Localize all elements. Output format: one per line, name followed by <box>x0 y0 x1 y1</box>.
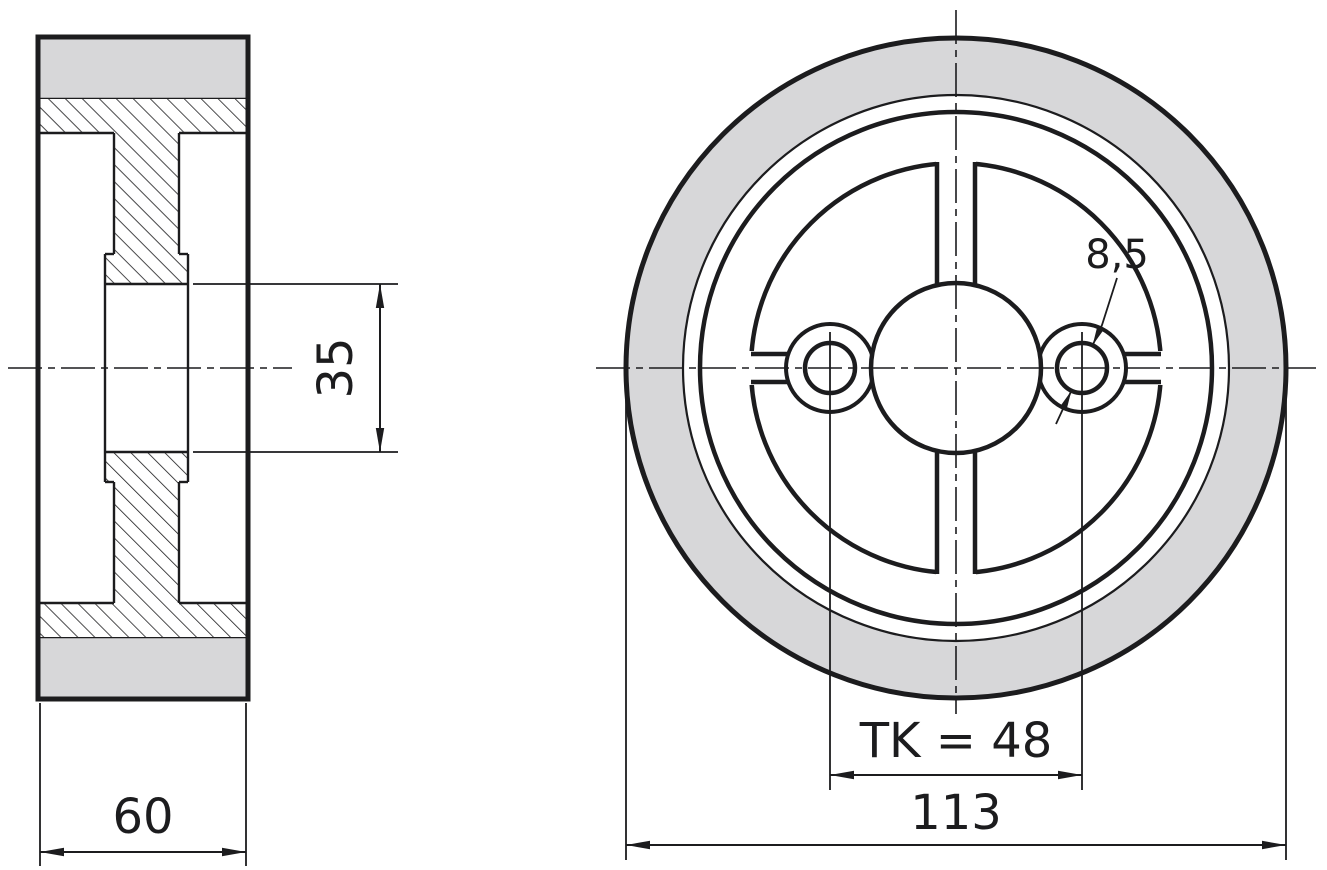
arrow-to-hole-icon <box>1092 325 1105 346</box>
hatch-rim-bottom <box>40 603 246 637</box>
arrow-left-icon <box>40 847 64 857</box>
dimension-hole-8-5: 8,5 <box>1055 232 1149 425</box>
bolt-circle-label: TK = 48 <box>859 713 1053 769</box>
dimension-outer-113: 113 <box>625 372 1287 860</box>
arrow-left-icon <box>830 770 854 780</box>
arrow-right-icon <box>222 847 246 857</box>
hatch-web-bottom <box>114 482 179 603</box>
arrow-right-icon <box>1058 770 1082 780</box>
dimension-bolt-circle-tk48: TK = 48 <box>829 332 1083 790</box>
tire-band-bottom <box>40 637 246 697</box>
centerlines <box>8 10 1316 714</box>
hole-diameter-label: 8,5 <box>1085 232 1149 278</box>
section-width-label: 60 <box>112 789 173 845</box>
hatch-rim-top <box>40 99 246 133</box>
drawing-linework: 35 60 TK = 48 113 <box>8 10 1316 866</box>
arrow-left-icon <box>626 840 650 850</box>
dimension-bore-35: 35 <box>193 283 398 453</box>
arrow-right-icon <box>1262 840 1286 850</box>
arrow-down-icon <box>375 428 385 452</box>
hatch-web-top <box>114 133 179 254</box>
hatch-hub-bottom <box>105 452 188 482</box>
outer-diameter-label: 113 <box>910 785 1002 841</box>
dimension-width-60: 60 <box>39 703 247 866</box>
hatch-hub-top <box>105 254 188 284</box>
bore-diameter-label: 35 <box>308 337 364 398</box>
arrow-up-icon <box>375 284 385 308</box>
arrow-to-hole-icon <box>1059 390 1072 411</box>
tire-band-top <box>40 39 246 99</box>
